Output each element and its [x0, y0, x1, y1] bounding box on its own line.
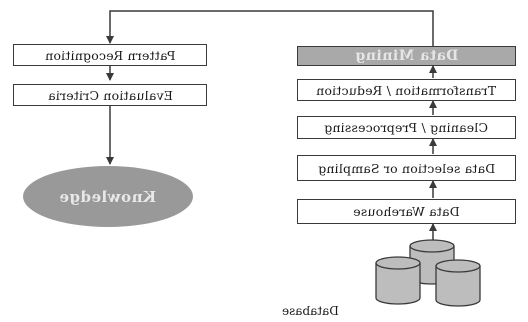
- evaluation-criteria-label: Evaluation Criteria: [47, 87, 173, 103]
- database-icon: [375, 239, 481, 307]
- knowledge-label: Knowledge: [59, 187, 157, 206]
- pattern-recognition-box: Pattern Recognition: [13, 44, 207, 66]
- data-warehouse-label: Data Warehouse: [353, 204, 460, 219]
- knowledge-node: Knowledge: [23, 166, 193, 227]
- data-selection-sampling-label: Data selection or Sampling: [317, 160, 496, 176]
- evaluation-criteria-box: Evaluation Criteria: [13, 84, 207, 106]
- pattern-recognition-label: Pattern Recognition: [44, 47, 176, 63]
- data-warehouse-box: Data Warehouse: [297, 199, 516, 224]
- cleaning-preprocessing-box: Cleaning / Preprocessing: [297, 116, 516, 139]
- data-mining-label: Data Mining: [354, 48, 459, 64]
- cleaning-preprocessing-label: Cleaning / Preprocessing: [324, 120, 489, 135]
- data-selection-sampling-box: Data selection or Sampling: [297, 155, 516, 181]
- data-mining-box: Data Mining: [297, 46, 516, 66]
- transformation-reduction-box: Transformation / Reduction: [297, 79, 516, 101]
- transformation-reduction-label: Transformation / Reduction: [316, 82, 497, 98]
- loop-connector: [106, 10, 434, 46]
- database-caption: Database: [270, 300, 350, 319]
- database-caption-label: Database: [281, 304, 339, 318]
